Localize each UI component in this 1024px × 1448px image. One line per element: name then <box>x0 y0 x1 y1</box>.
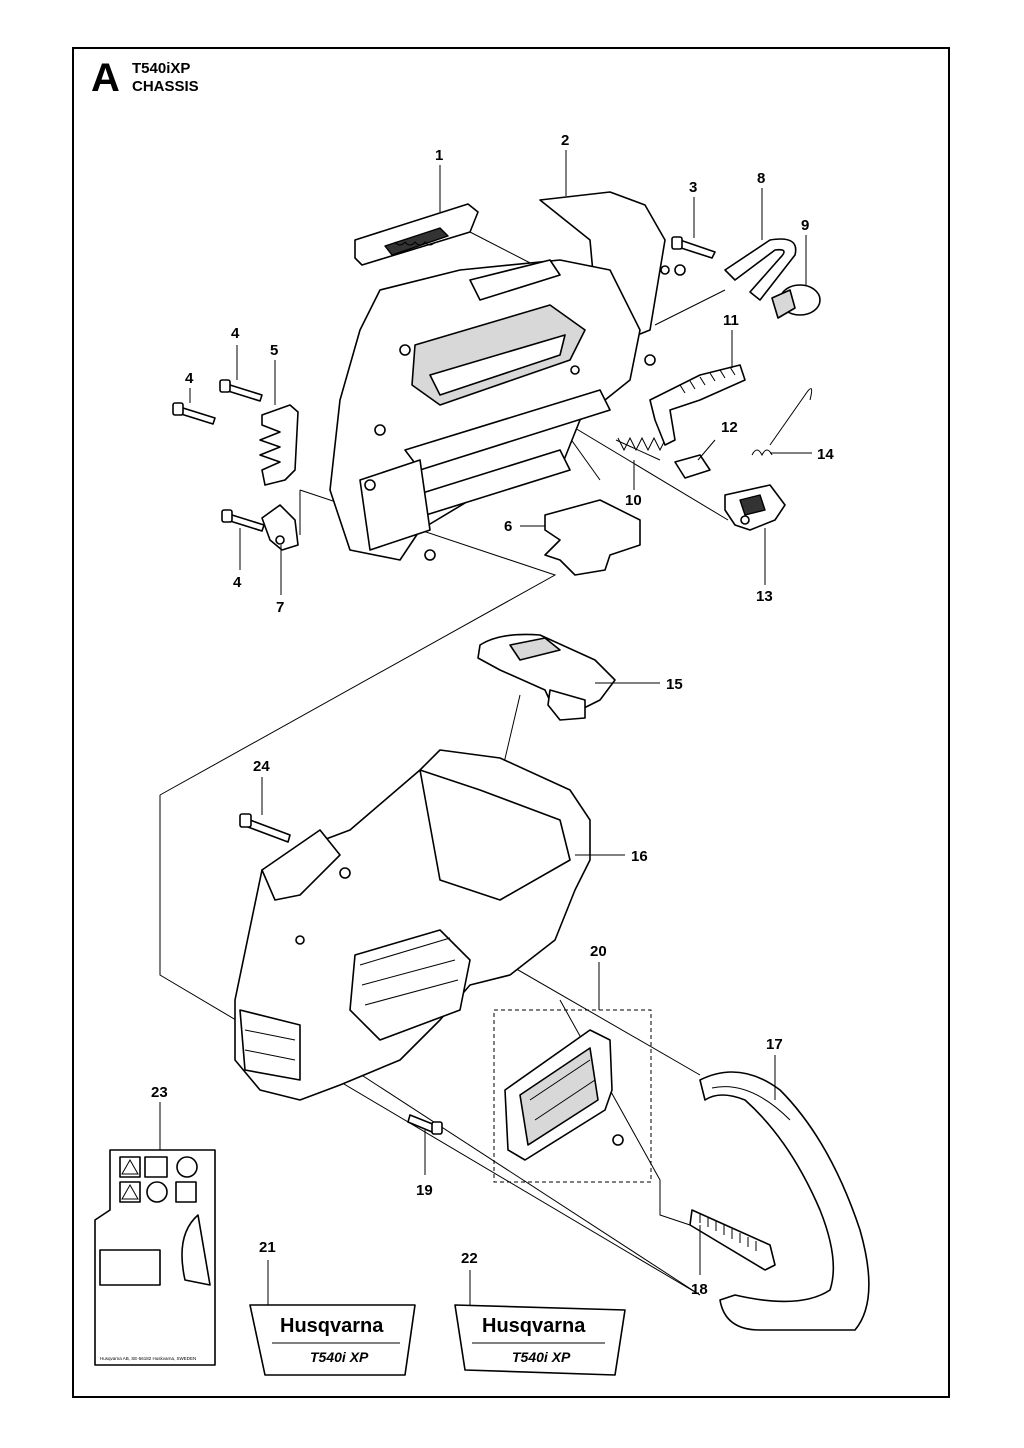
part-7-clip <box>261 504 299 551</box>
callout-10: 10 <box>625 492 642 509</box>
part-22-decal: Husqvarna T540i XP <box>454 1304 626 1376</box>
upper-chassis-housing <box>329 191 686 561</box>
callout-15: 15 <box>666 676 683 693</box>
part-11-trigger <box>649 364 746 446</box>
part-3-bolt <box>671 236 716 259</box>
part-18-grip-insert <box>689 1209 776 1271</box>
callout-16: 16 <box>631 848 648 865</box>
callout-9: 9 <box>801 217 809 234</box>
callout-5: 5 <box>270 342 278 359</box>
part-5-bracket <box>259 404 299 486</box>
part-16-main-housing <box>234 749 591 1101</box>
part-13-switch <box>724 484 786 531</box>
callout-24: 24 <box>253 758 270 775</box>
part-10-spring <box>615 436 667 461</box>
callout-19: 19 <box>416 1182 433 1199</box>
part-17-front-handle <box>699 1071 870 1331</box>
callout-7: 7 <box>276 599 284 616</box>
callout-23: 23 <box>151 1084 168 1101</box>
section-letter: A <box>91 56 120 100</box>
part-6-plate <box>544 499 641 576</box>
model-name: T540iXP <box>132 60 191 77</box>
decal-21-model: T540i XP <box>310 1349 369 1365</box>
part-15-top-cover <box>477 633 616 721</box>
part-21-decal: Husqvarna T540i XP <box>249 1304 416 1376</box>
callout-numbers: 1 2 3 4 4 4 5 6 7 8 9 10 11 12 13 14 15 … <box>151 132 834 1298</box>
callout-21: 21 <box>259 1239 276 1256</box>
part-9-ring <box>771 284 821 319</box>
part-12-block <box>674 454 711 479</box>
callout-18: 18 <box>691 1281 708 1298</box>
diagram-frame <box>72 47 950 1398</box>
callout-4b: 4 <box>185 370 194 387</box>
part-23-warning-label: Husqvarna AB, SE-56182 Huskvarna, SWEDEN <box>94 1149 216 1366</box>
callout-6: 6 <box>504 518 512 535</box>
callout-13: 13 <box>756 588 773 605</box>
part-14-spring <box>751 388 813 457</box>
callout-8: 8 <box>757 170 765 187</box>
callout-leaders <box>159 150 812 1305</box>
section-title: CHASSIS <box>132 78 199 95</box>
callout-20: 20 <box>590 943 607 960</box>
part-4-bolts <box>172 379 265 532</box>
callout-2: 2 <box>561 132 569 149</box>
decal-21-brand: Husqvarna <box>280 1315 384 1337</box>
callout-22: 22 <box>461 1250 478 1267</box>
callout-12: 12 <box>721 419 738 436</box>
callout-1: 1 <box>435 147 443 164</box>
callout-4a: 4 <box>231 325 240 342</box>
callout-17: 17 <box>766 1036 783 1053</box>
callout-11: 11 <box>723 312 739 329</box>
part-20-filter-cover <box>493 1009 652 1183</box>
callout-14: 14 <box>817 446 834 463</box>
decal-22-brand: Husqvarna <box>482 1315 586 1337</box>
part-24-screw <box>239 813 291 843</box>
callout-3: 3 <box>689 179 697 196</box>
part-19-screw <box>407 1114 443 1135</box>
part-1-grip-cover <box>354 203 479 266</box>
decal-22-model: T540i XP <box>512 1349 571 1365</box>
callout-4c: 4 <box>233 574 242 591</box>
part-8-shackle <box>724 238 797 301</box>
warning-label-footer: Husqvarna AB, SE-56182 Huskvarna, SWEDEN <box>100 1356 196 1361</box>
